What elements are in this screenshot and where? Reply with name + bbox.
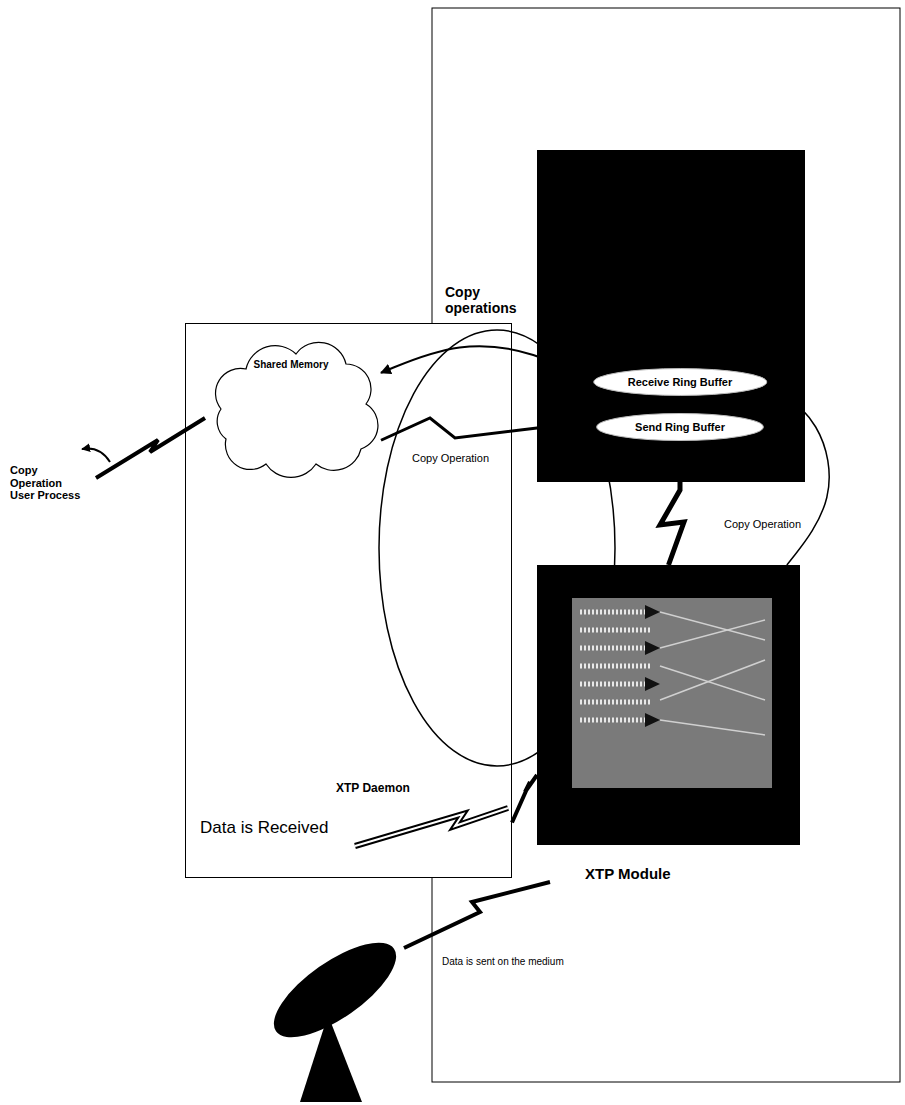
node-title: Receive Ring Buffer [628,376,733,389]
module-housing [537,565,800,845]
process-note: Copy Operation User Process [8,464,84,502]
cloud-outline [216,342,378,477]
daemon-box: XTP DaemonData is Received Shared Memory [185,323,512,878]
user-bolt [96,418,205,478]
receive-bolt-core [355,808,508,846]
node-title: Send Ring Buffer [635,421,725,434]
node-note: Data is Received [200,818,329,838]
module-box: XTP Module [537,565,800,845]
buffer-ellipse: Receive Ring Buffer [592,368,769,396]
node-title: Shared Memory [253,359,328,371]
node-heading: XTP Module [585,865,671,882]
connector [512,775,537,823]
satellite-dish [260,926,410,1102]
daemon-ground [185,323,512,878]
connector [660,441,684,565]
edge-label: Copy operations [443,284,532,316]
medium-bolt [404,882,550,948]
receive-bolt [355,808,508,846]
ellipse-outline [597,414,764,441]
connector [381,346,592,382]
node-title: XTP Daemon [336,782,410,796]
medium-note: Data is sent on the medium [440,956,566,968]
memory-cloud: Shared Memory [201,339,381,474]
circuit-board [572,598,772,788]
board-arrows [645,605,660,727]
ellipse-outline [593,369,766,396]
connector [381,418,595,440]
buffer-housing [537,150,805,482]
edge-label: Copy Operation [722,518,803,531]
connector [768,382,829,565]
edge-label: Copy Operation [410,452,491,465]
board-traces [660,612,765,735]
user-copy-arrow [82,449,110,462]
buffer-ellipse: Send Ring Buffer [595,413,765,441]
board-pins [580,612,652,720]
